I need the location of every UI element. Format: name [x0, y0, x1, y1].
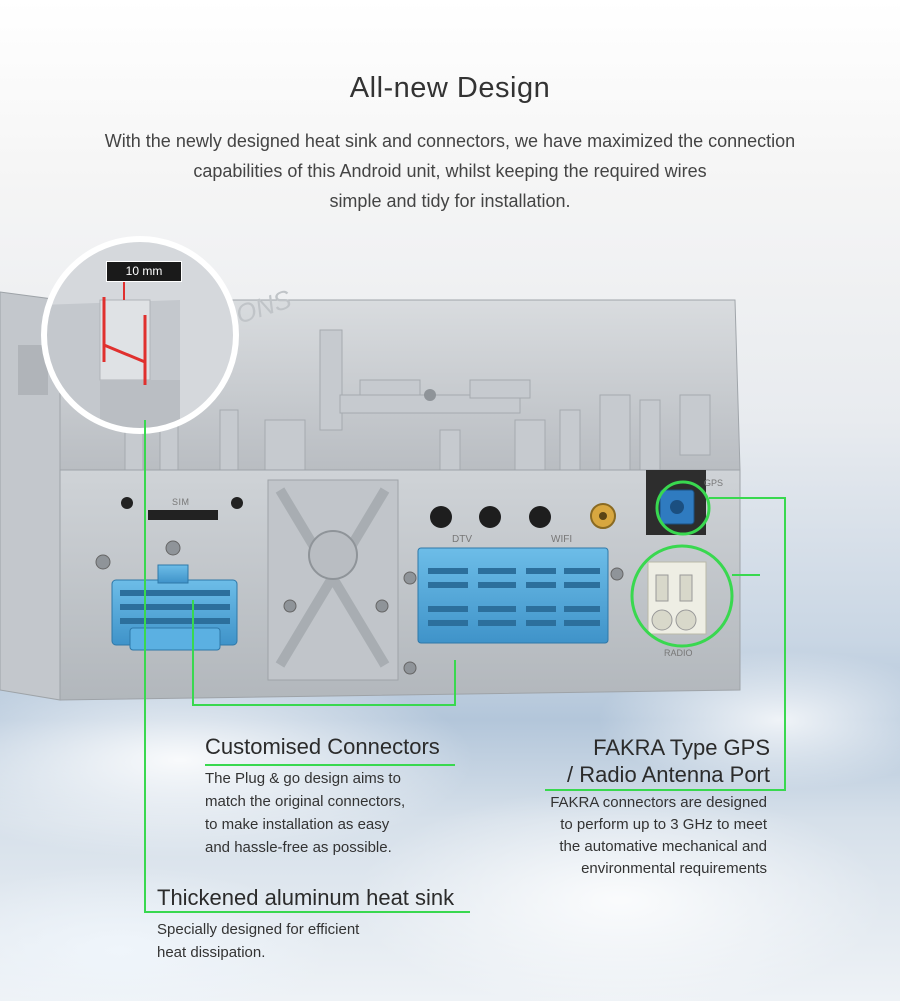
screw: [403, 661, 417, 675]
screw-hole: [231, 497, 243, 509]
desc-line: The Plug & go design aims to: [205, 770, 401, 787]
measurement-label: 10 mm: [106, 261, 182, 282]
intro-line: simple and tidy for installation.: [329, 191, 571, 211]
radio-socket: [651, 609, 673, 631]
dtv-label: DTV: [452, 534, 472, 545]
heatsink-callout-desc: Specially designed for efficient heat di…: [157, 918, 359, 964]
intro-line: With the newly designed heat sink and co…: [104, 131, 796, 151]
magnifier-ring: [41, 236, 239, 434]
gps-label: GPS: [704, 478, 723, 488]
heat-sink-hub: [308, 530, 358, 580]
gps-fakra-pin: [670, 500, 684, 514]
title-line: / Radio Antenna Port: [566, 762, 770, 787]
screw: [403, 571, 417, 585]
desc-line: environmental requirements: [581, 860, 767, 877]
desc-line: match the original connectors,: [205, 793, 406, 810]
radio-socket: [675, 609, 697, 631]
sim-slot: [148, 510, 218, 520]
connector-pins: [120, 590, 230, 624]
dtv-port: [430, 506, 452, 528]
screw: [610, 567, 624, 581]
connectors-callout-title: Customised Connectors: [205, 734, 440, 759]
screw-hole: [424, 389, 436, 401]
title-line: FAKRA Type GPS: [593, 735, 770, 760]
heatsink-callout-title: Thickened aluminum heat sink: [157, 885, 455, 910]
multi-connector-block: [417, 547, 609, 644]
desc-line: to perform up to 3 GHz to meet: [560, 816, 767, 833]
page-title: All-new Design: [349, 72, 551, 104]
desc-line: the automative mechanical and: [559, 838, 767, 855]
connector-latch: [157, 564, 189, 584]
desc-line: and hassle-free as possible.: [205, 839, 392, 856]
radio-label: RADIO: [664, 648, 693, 658]
screw: [95, 554, 111, 570]
connectors-callout-desc: The Plug & go design aims to match the o…: [205, 767, 405, 859]
connector-lock: [129, 627, 221, 651]
screw: [165, 540, 181, 556]
screw: [283, 599, 297, 613]
multi-connector-pins: [428, 568, 600, 626]
desc-line: to make installation as easy: [205, 816, 390, 833]
radio-key: [679, 574, 693, 602]
desc-line: Specially designed for efficient: [157, 921, 360, 938]
desc-line: FAKRA connectors are designed: [550, 794, 767, 811]
fakra-callout-title: FAKRA Type GPS / Radio Antenna Port: [520, 734, 770, 788]
screw-hole: [121, 497, 133, 509]
wifi-label: WIFI: [551, 534, 572, 545]
gps-highlight-ring: [655, 480, 711, 536]
intro-text: With the newly designed heat sink and co…: [40, 126, 860, 216]
sim-label: SIM: [172, 497, 190, 507]
desc-line: heat dissipation.: [157, 944, 266, 961]
screw: [375, 599, 389, 613]
wifi-antenna-pin: [599, 512, 607, 520]
callout-leader-lines: [144, 420, 786, 913]
radio-highlight-ring: [630, 544, 734, 648]
dtv-port: [529, 506, 551, 528]
dtv-port: [479, 506, 501, 528]
intro-line: capabilities of this Android unit, whils…: [193, 161, 707, 181]
fakra-callout-desc: FAKRA connectors are designed to perform…: [500, 792, 767, 880]
radio-key: [655, 574, 669, 602]
